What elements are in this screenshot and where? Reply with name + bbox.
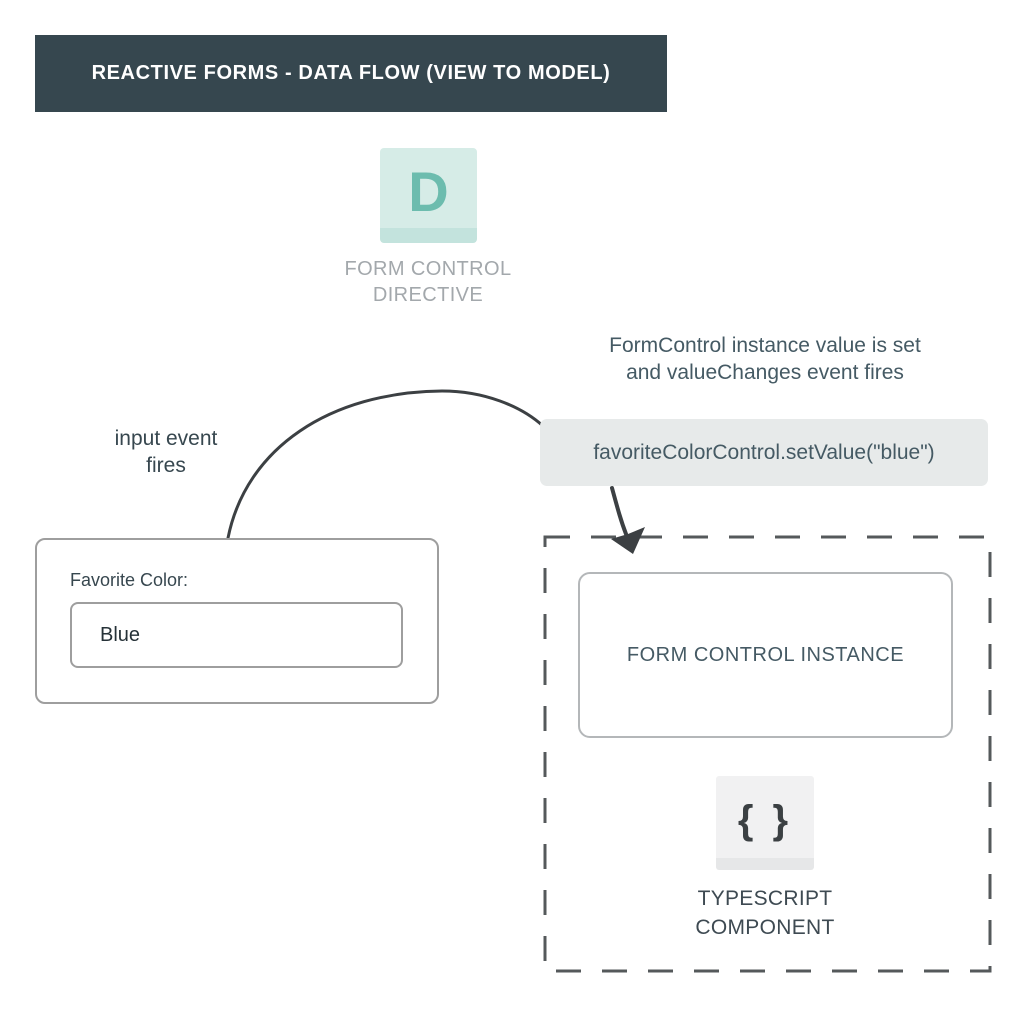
curly-braces-icon: { } xyxy=(737,797,793,842)
input-event-annotation: input event fires xyxy=(76,425,256,479)
code-to-model-arrow-line xyxy=(610,486,628,536)
page-title: REACTIVE FORMS - DATA FLOW (VIEW TO MODE… xyxy=(91,62,611,84)
setvalue-code-box: favoriteColorControl.setValue("blue") xyxy=(540,419,988,486)
input-event-annotation-line2: fires xyxy=(146,454,186,477)
typescript-icon-band xyxy=(716,858,814,870)
typescript-component-label-line2: COMPONENT xyxy=(695,916,835,939)
directive-label-line2: DIRECTIVE xyxy=(372,284,484,306)
directive-letter: D xyxy=(408,159,449,223)
view-to-code-arc xyxy=(226,389,545,540)
setvalue-code-text: favoriteColorControl.setValue("blue") xyxy=(593,440,935,464)
favorite-color-input[interactable] xyxy=(70,602,403,668)
value-set-annotation-line2: and valueChanges event fires xyxy=(626,361,904,384)
code-to-model-arrowhead-icon xyxy=(611,527,645,554)
typescript-component-label-line1: TYPESCRIPT xyxy=(697,887,833,910)
directive-icon: D xyxy=(380,148,477,243)
typescript-component-icon: { } xyxy=(716,776,814,870)
input-event-annotation-line1: input event xyxy=(114,427,218,450)
directive-label-line1: FORM CONTROL xyxy=(344,258,512,280)
directive-icon-band xyxy=(380,228,477,243)
favorite-color-label: Favorite Color: xyxy=(70,570,189,590)
form-control-instance-label: FORM CONTROL INSTANCE xyxy=(626,643,905,666)
value-set-annotation: FormControl instance value is set and va… xyxy=(540,332,990,386)
typescript-component-label: TYPESCRIPT COMPONENT xyxy=(640,884,890,942)
title-banner: REACTIVE FORMS - DATA FLOW (VIEW TO MODE… xyxy=(35,35,667,112)
favorite-color-form-box: Favorite Color: xyxy=(35,538,439,704)
value-set-annotation-line1: FormControl instance value is set xyxy=(609,334,921,357)
form-control-instance-box: FORM CONTROL INSTANCE xyxy=(578,572,953,738)
directive-label: FORM CONTROL DIRECTIVE xyxy=(318,256,538,308)
